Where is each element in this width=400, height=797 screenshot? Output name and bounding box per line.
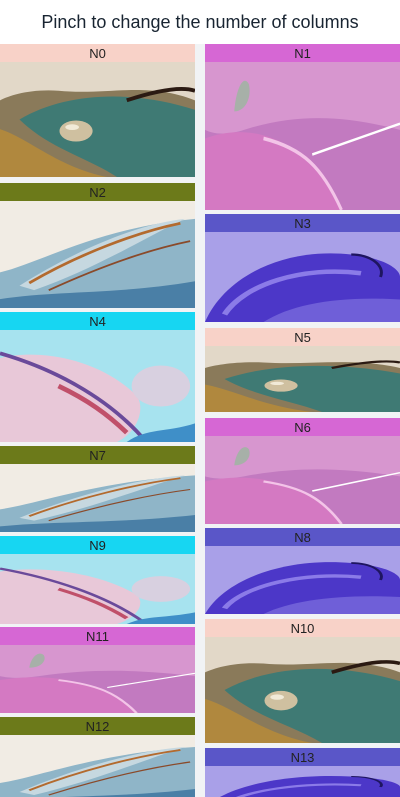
flow-item-n8[interactable]: N8 bbox=[205, 528, 400, 614]
flow-item-n1[interactable]: N1 bbox=[205, 44, 400, 210]
flow-item-n2[interactable]: N2 bbox=[0, 183, 195, 308]
flow-item-image bbox=[0, 645, 195, 713]
flow-item-n13[interactable]: N13 bbox=[205, 748, 400, 797]
flow-item-n4[interactable]: N4 bbox=[0, 312, 195, 442]
flow-item-n5[interactable]: N5 bbox=[205, 328, 400, 412]
flow-item-image bbox=[205, 637, 400, 743]
flow-item-image bbox=[205, 766, 400, 797]
flow-item-image bbox=[0, 201, 195, 308]
page-title: Pinch to change the number of columns bbox=[0, 0, 400, 44]
flow-item-image bbox=[0, 330, 195, 442]
flow-item-label: N5 bbox=[205, 328, 400, 346]
flow-item-n12[interactable]: N12 bbox=[0, 717, 195, 797]
flow-item-image bbox=[0, 554, 195, 624]
waterfall-grid[interactable]: N0 N2 N4 N7 bbox=[0, 44, 400, 797]
flow-item-image bbox=[205, 436, 400, 524]
flow-item-n0[interactable]: N0 bbox=[0, 44, 195, 177]
flow-item-n9[interactable]: N9 bbox=[0, 536, 195, 624]
flow-item-image bbox=[0, 735, 195, 797]
flow-item-label: N10 bbox=[205, 619, 400, 637]
flow-item-label: N0 bbox=[0, 44, 195, 62]
flow-item-n7[interactable]: N7 bbox=[0, 446, 195, 532]
flow-item-label: N3 bbox=[205, 214, 400, 232]
flow-item-image bbox=[205, 546, 400, 614]
flow-item-image bbox=[0, 62, 195, 177]
flow-item-label: N1 bbox=[205, 44, 400, 62]
flow-item-image bbox=[205, 232, 400, 322]
flow-item-label: N7 bbox=[0, 446, 195, 464]
flow-item-n11[interactable]: N11 bbox=[0, 627, 195, 713]
flow-item-label: N13 bbox=[205, 748, 400, 766]
flow-item-n6[interactable]: N6 bbox=[205, 418, 400, 524]
flow-item-n10[interactable]: N10 bbox=[205, 619, 400, 743]
flow-item-label: N4 bbox=[0, 312, 195, 330]
flow-item-image bbox=[0, 464, 195, 532]
flow-item-label: N9 bbox=[0, 536, 195, 554]
flow-item-label: N11 bbox=[0, 627, 195, 645]
flow-item-label: N12 bbox=[0, 717, 195, 735]
flow-item-n3[interactable]: N3 bbox=[205, 214, 400, 322]
flow-item-image bbox=[205, 346, 400, 412]
flow-item-label: N6 bbox=[205, 418, 400, 436]
flow-item-image bbox=[205, 62, 400, 210]
flow-item-label: N2 bbox=[0, 183, 195, 201]
flow-item-label: N8 bbox=[205, 528, 400, 546]
